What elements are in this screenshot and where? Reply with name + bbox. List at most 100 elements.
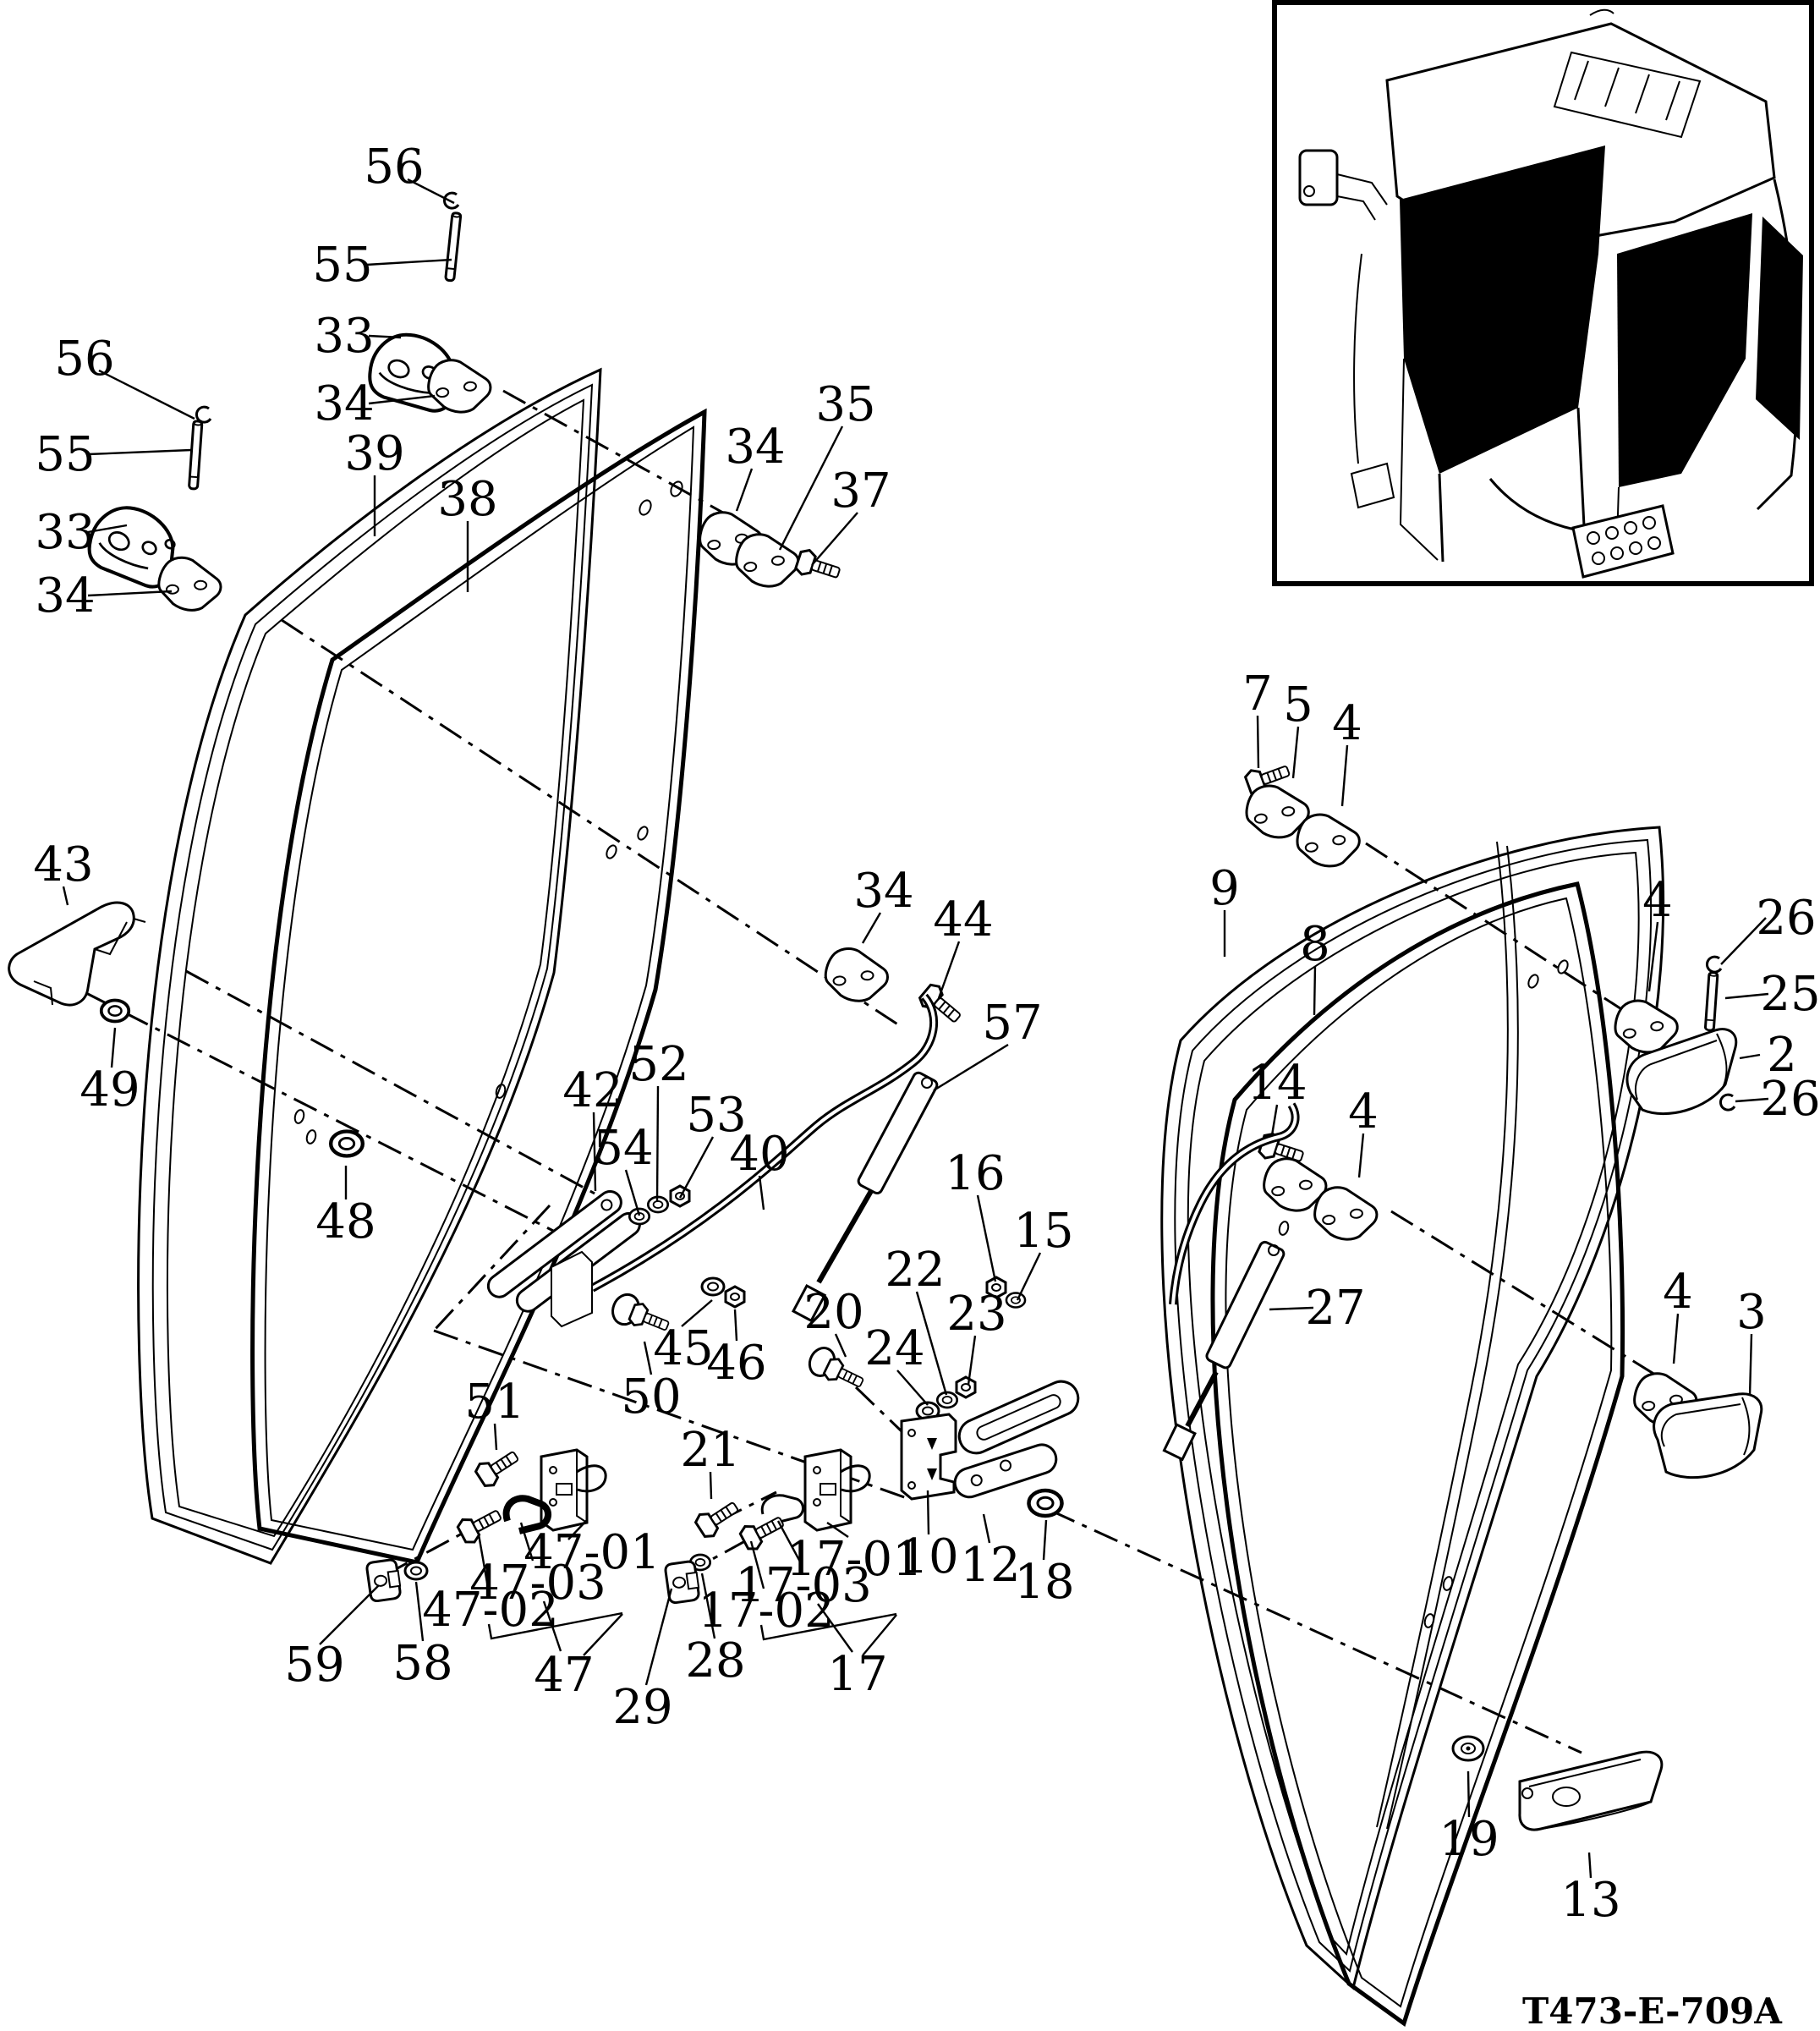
callout-5: 5 — [1283, 678, 1313, 733]
door-handle-43 — [8, 901, 146, 1007]
callout-55: 55 — [35, 427, 95, 482]
inset-cab-illustration — [1272, 0, 1814, 586]
right-stay-rod — [1169, 1102, 1300, 1305]
callout-59: 59 — [284, 1638, 344, 1693]
callout-48: 48 — [315, 1194, 376, 1249]
group-bracket-47 — [487, 1600, 623, 1656]
callout-14: 14 — [1247, 1056, 1307, 1111]
callout-3: 3 — [1736, 1285, 1767, 1340]
callout-9: 9 — [1209, 861, 1240, 916]
callout-37: 37 — [831, 464, 891, 519]
callout-10: 10 — [898, 1529, 958, 1584]
callout-17-03: 17-03 — [735, 1558, 871, 1613]
callout-18: 18 — [1014, 1555, 1074, 1610]
callout-26: 26 — [1760, 1072, 1820, 1127]
callout-15: 15 — [1013, 1204, 1073, 1259]
callout-29: 29 — [612, 1680, 672, 1735]
callout-47: 47 — [534, 1648, 594, 1703]
hinge-cover-2 — [1625, 1028, 1738, 1116]
callout-28: 28 — [685, 1633, 745, 1688]
door-handle-13 — [1518, 1750, 1664, 1831]
hinge-pin-25 — [1703, 970, 1719, 1032]
callout-17-02: 17-02 — [698, 1584, 834, 1639]
callout-56: 56 — [54, 332, 114, 387]
hinge-cover-3 — [1653, 1392, 1763, 1479]
clamp-59 — [365, 1557, 403, 1604]
callout-17: 17 — [827, 1647, 887, 1702]
screw-50 — [611, 1293, 673, 1338]
callout-26: 26 — [1756, 891, 1816, 946]
callout-23: 23 — [946, 1287, 1006, 1342]
callout-46: 46 — [706, 1336, 766, 1391]
washer-58 — [403, 1561, 429, 1581]
gas-strut-27 — [1162, 1240, 1286, 1462]
washer-54 — [628, 1207, 651, 1226]
callout-12: 12 — [960, 1538, 1020, 1593]
screw-21 — [692, 1494, 744, 1542]
callout-27: 27 — [1305, 1281, 1365, 1336]
callout-47-03: 47-03 — [469, 1556, 606, 1611]
striker-plate-12 — [953, 1380, 1080, 1499]
callout-8: 8 — [1300, 917, 1330, 972]
callout-19: 19 — [1439, 1812, 1499, 1867]
callout-44: 44 — [933, 892, 993, 947]
grommet-19 — [1451, 1735, 1485, 1762]
callout-47-02: 47-02 — [422, 1583, 558, 1638]
callout-13: 13 — [1560, 1873, 1620, 1928]
callout-58: 58 — [392, 1636, 452, 1691]
washer-49 — [99, 998, 131, 1024]
washer-48 — [331, 1132, 363, 1156]
callout-33: 33 — [314, 309, 374, 364]
callout-42: 42 — [562, 1063, 622, 1118]
callout-47-01: 47-01 — [524, 1525, 660, 1580]
callout-22: 22 — [885, 1243, 945, 1298]
callout-20: 20 — [803, 1285, 863, 1340]
callout-4: 4 — [1663, 1265, 1693, 1320]
callout-4: 4 — [1642, 873, 1673, 928]
callout-56: 56 — [364, 140, 424, 195]
callout-49: 49 — [79, 1062, 140, 1117]
screw-17-02 — [737, 1508, 789, 1554]
callout-45: 45 — [653, 1321, 713, 1376]
snap-pin-26-upper — [1705, 955, 1723, 974]
drawing-code: T473-E-709A — [1522, 1990, 1783, 2031]
group-bracket-17 — [759, 1603, 897, 1656]
callout-34: 34 — [853, 864, 913, 919]
hook-47-03 — [502, 1495, 551, 1534]
door-stay-rod-40 — [589, 993, 939, 1293]
callout-35: 35 — [815, 377, 875, 432]
bolt-46 — [724, 1285, 746, 1309]
hinge-pin-55-upper — [444, 211, 463, 283]
leader-lines — [62, 178, 1769, 1879]
left-door-glass-38 — [250, 408, 707, 1565]
callout-50: 50 — [621, 1370, 681, 1424]
callout-51: 51 — [464, 1375, 524, 1430]
callout-34: 34 — [725, 420, 785, 475]
callout-21: 21 — [680, 1423, 740, 1478]
callout-33: 33 — [35, 505, 95, 560]
callout-7: 7 — [1242, 667, 1273, 722]
mount-plate-34-mid — [819, 941, 895, 1010]
nut-23 — [955, 1375, 977, 1399]
callout-38: 38 — [437, 472, 497, 527]
callout-17-01: 17-01 — [786, 1532, 922, 1587]
gas-strut-57 — [791, 1071, 939, 1323]
washer-18 — [1029, 1490, 1062, 1516]
left-door-weatherstrip-39 — [137, 367, 602, 1565]
callout-16: 16 — [945, 1146, 1005, 1201]
callout-24: 24 — [864, 1321, 924, 1376]
latch-bracket-10 — [900, 1413, 957, 1501]
right-door-weatherstrip-9 — [1160, 826, 1665, 1990]
callout-34: 34 — [35, 568, 95, 623]
callout-55: 55 — [312, 238, 372, 293]
snap-pin-26-lower — [1719, 1093, 1736, 1112]
callout-39: 39 — [344, 426, 404, 481]
snap-pin-56-lower — [195, 405, 212, 424]
callout-4: 4 — [1332, 696, 1362, 751]
callout-34: 34 — [314, 376, 374, 431]
callout-57: 57 — [982, 996, 1042, 1051]
washer-15 — [1005, 1292, 1027, 1309]
